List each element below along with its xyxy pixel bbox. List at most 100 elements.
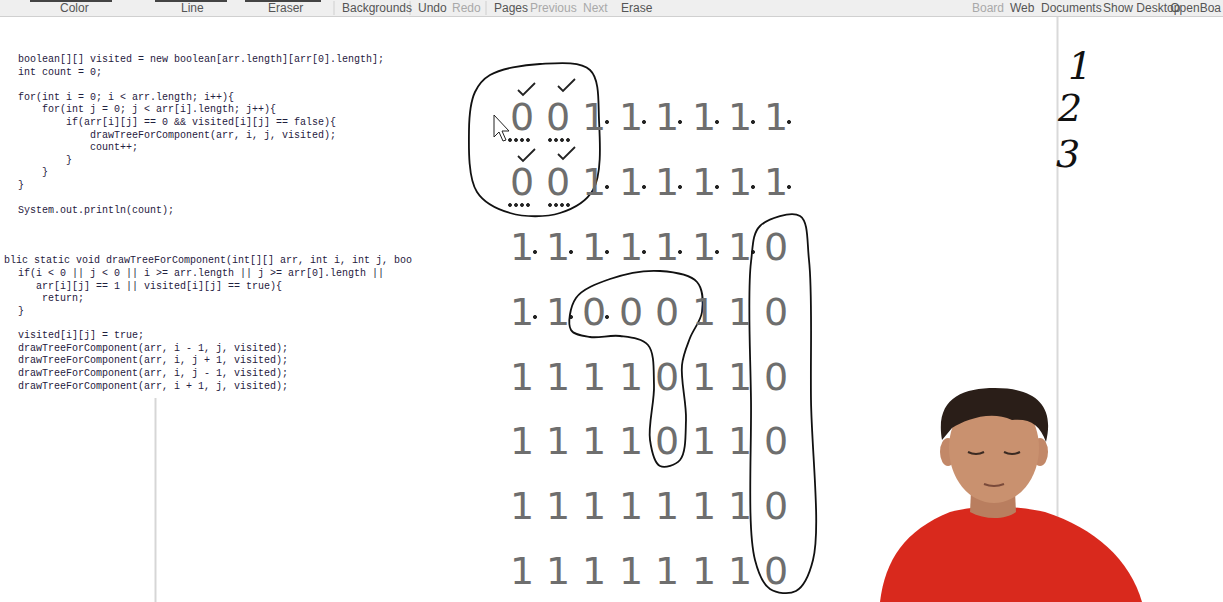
grid-digit: 1 (614, 418, 648, 464)
grid-digit: 1 (723, 548, 757, 594)
toolbar-button: Show Desktop (1103, 1, 1180, 15)
grid-digit: 0 (759, 418, 793, 464)
loop-outline (748, 213, 816, 593)
grid-digit: 1 (577, 548, 611, 594)
code-line: drawTreeForComponent(arr, i, j - 1, visi… (18, 368, 288, 380)
grid-digit: 1 (723, 94, 757, 140)
code-line: } (18, 180, 24, 192)
grid-digit: 1 (541, 224, 575, 270)
eyes (968, 452, 1020, 454)
grid-digit: 1 (541, 418, 575, 464)
code-line: visited[i][j] = true; (18, 330, 144, 342)
grid-digit: 1 (650, 483, 684, 529)
grid-digit: 0 (759, 483, 793, 529)
grid-digit: 1 (505, 289, 539, 335)
toolbar-separator (334, 1, 335, 15)
grid-digit: 1 (541, 289, 575, 335)
grid-digit: 1 (650, 159, 684, 205)
code-line: System.out.println(count); (18, 205, 174, 217)
grid-digit: 0 (505, 94, 539, 140)
grid-digit: 1 (505, 224, 539, 270)
code-line: if(i < 0 || j < 0 || i >= arr.length || … (18, 268, 384, 280)
handwritten-number: 2 (1058, 86, 1082, 130)
grid-digit: 1 (577, 418, 611, 464)
grid-digit: 1 (650, 94, 684, 140)
toolbar-button: Board (972, 1, 1004, 15)
grid-digit: 0 (759, 224, 793, 270)
loop-outline (469, 63, 600, 216)
presenter-webcam (880, 388, 1142, 602)
grid-digit: 1 (687, 224, 721, 270)
code-line: } (42, 167, 48, 179)
toolbar-button: Previous (530, 1, 577, 15)
grid-digit: 1 (723, 418, 757, 464)
code-line: if(arr[i][j] == 0 && visited[i][j] == fa… (66, 117, 336, 129)
grid-digit: 1 (687, 548, 721, 594)
hair (941, 388, 1048, 442)
grid-digit: 1 (577, 224, 611, 270)
grid-digit: 1 (687, 418, 721, 464)
grid-digit: 0 (614, 289, 648, 335)
grid-digit: 1 (614, 159, 648, 205)
loop-outline (749, 214, 816, 593)
toolbar-border (0, 16, 1223, 17)
grid-digit: 0 (505, 159, 539, 205)
grid-digit: 1 (614, 354, 648, 400)
grid-digit: 1 (541, 548, 575, 594)
code-line: drawTreeForComponent(arr, i, j + 1, visi… (18, 355, 288, 367)
grid-digit: 1 (614, 548, 648, 594)
toolbar-button: Line (181, 1, 204, 15)
grid-digit: 1 (505, 483, 539, 529)
grid-digit: 1 (687, 483, 721, 529)
grid-digit: 1 (614, 224, 648, 270)
toolbar-button: Eraser (268, 1, 303, 15)
grid-digit: 1 (614, 94, 648, 140)
grid-digit: 0 (759, 289, 793, 335)
grid-digit: 1 (723, 224, 757, 270)
panel-edge (155, 398, 157, 602)
loop-outline (569, 271, 702, 467)
grid-digit: 1 (723, 354, 757, 400)
grid-digit: 1 (650, 224, 684, 270)
grid-digit: 1 (687, 354, 721, 400)
pen-marks (509, 79, 791, 319)
grid-digit: 1 (687, 289, 721, 335)
grid-digit: 1 (577, 483, 611, 529)
grid-digit: 0 (650, 289, 684, 335)
code-line: for(int j = 0; j < arr[i].length; j++){ (42, 104, 276, 116)
toolbar-button: Erase (621, 1, 652, 15)
code-line: int count = 0; (18, 67, 102, 79)
grid-digit: 1 (687, 94, 721, 140)
mouse-cursor (494, 115, 509, 141)
check-mark (558, 79, 575, 91)
grid-digit: 1 (687, 159, 721, 205)
grid-digit: 0 (650, 418, 684, 464)
code-line: } (18, 306, 24, 318)
toolbar-button: Documents (1041, 1, 1102, 15)
circled-component: 0000 (466, 60, 602, 218)
handwritten-number: 3 (1056, 132, 1080, 176)
grid-digit: 1 (759, 94, 793, 140)
code-line: return; (42, 293, 84, 305)
grid-digit: 0 (650, 354, 684, 400)
grid-digit: 1 (650, 548, 684, 594)
grid-digit: 0 (541, 94, 575, 140)
grid-digit: 1 (723, 483, 757, 529)
grid-digit: 1 (505, 418, 539, 464)
toolbar-button: Next (583, 1, 608, 15)
circled-component: 000000 (748, 213, 816, 593)
toolbar-button: Web (1010, 1, 1034, 15)
grid-digit: 1 (577, 159, 611, 205)
grid-digit: 1 (505, 548, 539, 594)
check-mark (558, 147, 575, 159)
grid-digit: 0 (541, 159, 575, 205)
code-line: count++; (90, 142, 138, 154)
mouth (984, 484, 1004, 486)
code-line: drawTreeForComponent(arr, i + 1, j, visi… (18, 381, 288, 393)
grid-digit: 1 (759, 159, 793, 205)
grid-digit: 1 (614, 483, 648, 529)
check-mark (518, 83, 535, 95)
grid-digit: 1 (541, 354, 575, 400)
